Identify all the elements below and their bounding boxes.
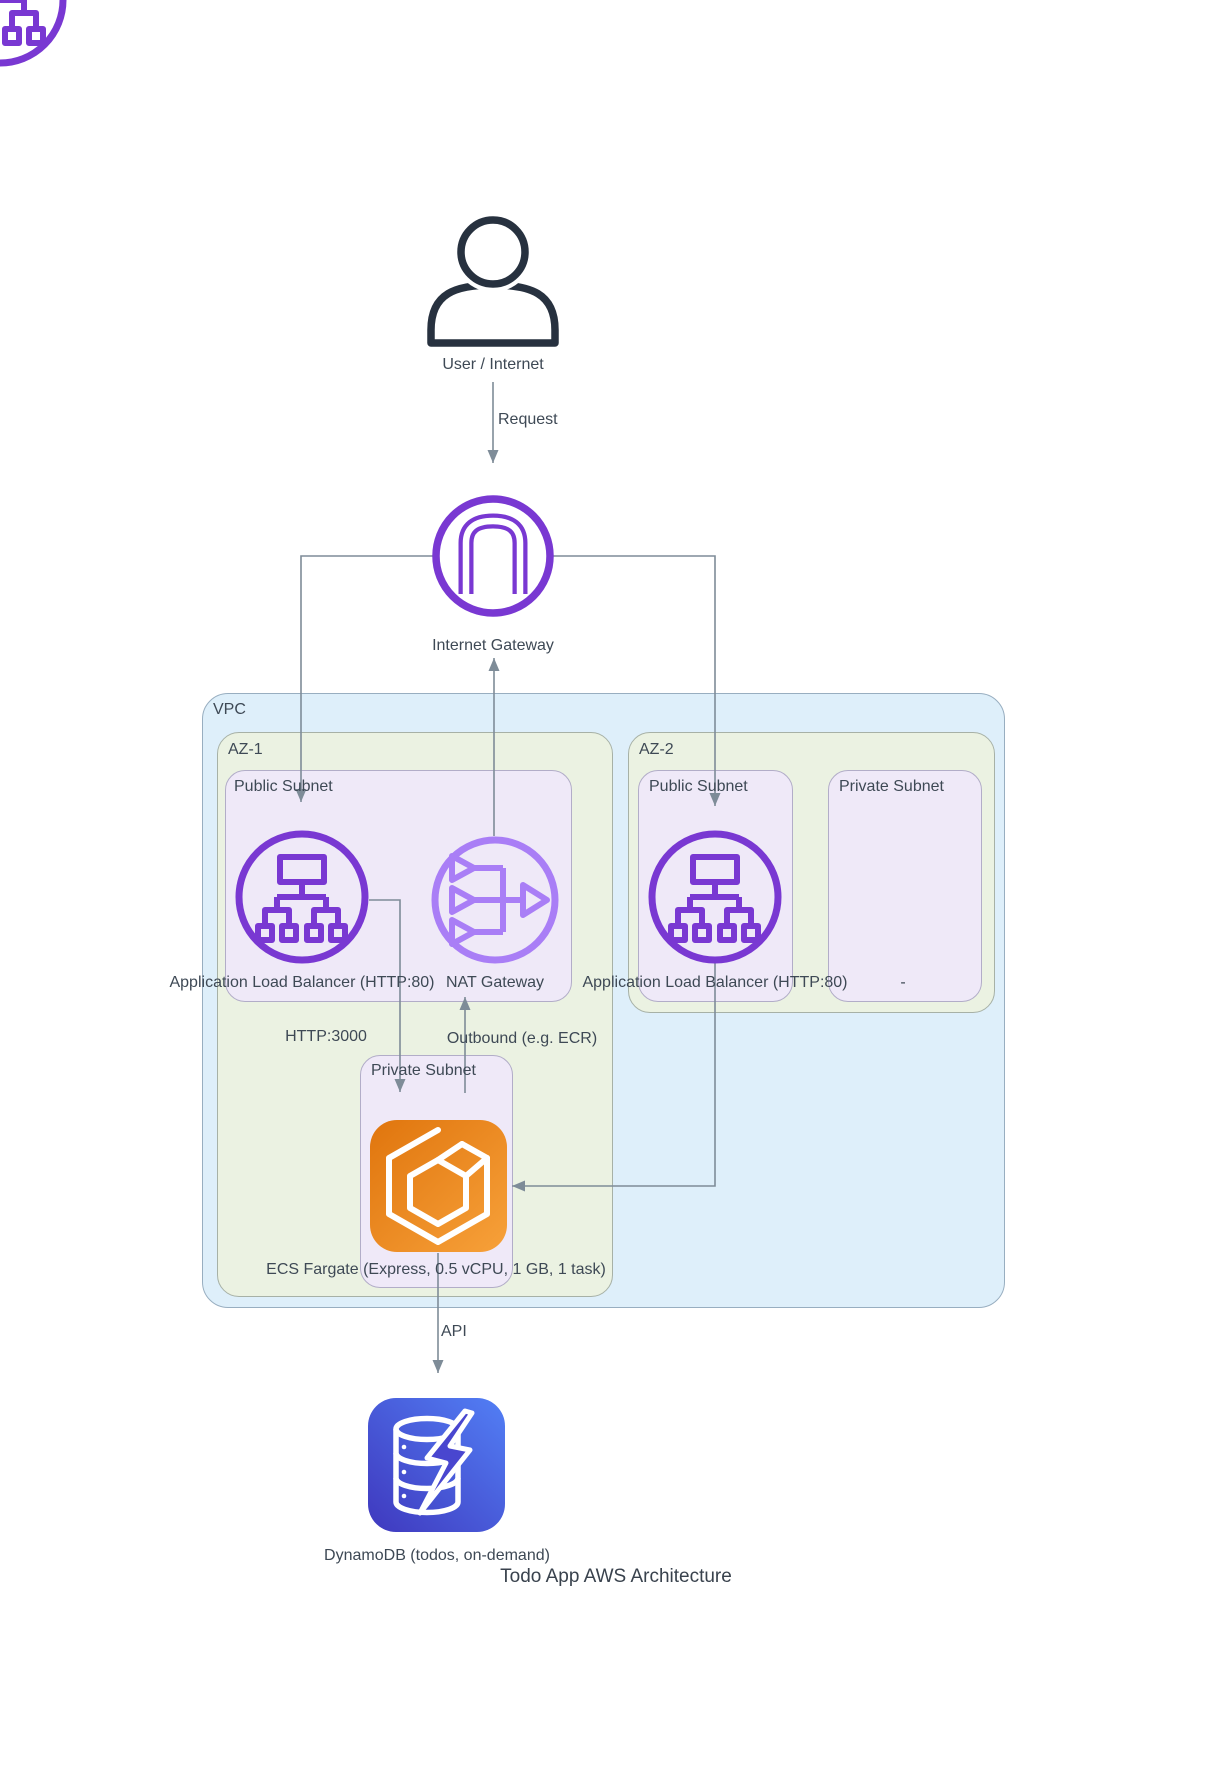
nat-gateway-label: NAT Gateway — [445, 974, 545, 991]
http3000-label: HTTP:3000 — [285, 1028, 367, 1045]
az1-label: AZ-1 — [228, 741, 263, 758]
internet-gateway-label: Internet Gateway — [432, 637, 554, 654]
public-subnet-az1 — [225, 770, 572, 1002]
alb-az1-label: Application Load Balancer (HTTP:80) — [169, 974, 435, 991]
public-subnet-az1-label: Public Subnet — [234, 778, 333, 795]
alb-az1-icon — [239, 834, 365, 960]
vpc-label: VPC — [213, 701, 246, 718]
dynamodb-icon — [368, 1398, 505, 1532]
private-subnet-az2 — [828, 770, 982, 1002]
az2-label: AZ-2 — [639, 741, 674, 758]
dynamodb-label: DynamoDB (todos, on-demand) — [324, 1547, 550, 1564]
diagram-title: Todo App AWS Architecture — [500, 1566, 732, 1587]
internet-gateway-icon — [432, 495, 554, 617]
private-subnet-az1-label: Private Subnet — [371, 1062, 476, 1079]
ecs-fargate-label: ECS Fargate (Express, 0.5 vCPU, 1 GB, 1 … — [266, 1261, 606, 1278]
public-subnet-az2-label: Public Subnet — [649, 778, 748, 795]
api-label: API — [441, 1323, 467, 1340]
user-label: User / Internet — [442, 356, 544, 373]
alb-az2-icon — [652, 834, 778, 960]
alb-az2-label: Application Load Balancer (HTTP:80) — [582, 974, 848, 991]
edge-igw-to-alb-az1 — [295, 555, 433, 802]
ecs-fargate-icon — [370, 1120, 507, 1252]
edge-alb2-to-ecs — [512, 960, 716, 1192]
private-subnet-az2-label: Private Subnet — [839, 778, 944, 795]
private-az2-placeholder: - — [900, 974, 906, 991]
user-icon — [427, 212, 559, 347]
outbound-label: Outbound (e.g. ECR) — [446, 1030, 598, 1047]
lightning-bolt-icon — [417, 1408, 475, 1516]
nat-gateway-icon — [431, 836, 559, 964]
edge-igw-to-alb-az2 — [553, 555, 721, 806]
edge-alb1-to-ecs — [369, 899, 406, 1092]
request-label: Request — [498, 411, 558, 428]
